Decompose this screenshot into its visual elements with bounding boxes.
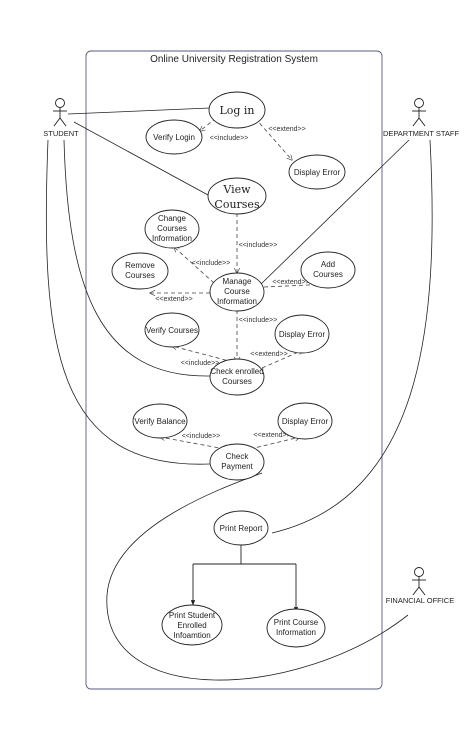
- include-enrolled-verify-courses: [172, 346, 234, 363]
- print-report-branches: [190, 545, 299, 613]
- student-stick-figure-icon: [53, 98, 67, 127]
- assoc-staff-print-report: [271, 139, 433, 534]
- use-case-verify-login[interactable]: Verify Login: [145, 119, 203, 155]
- svg-text:Enrolled: Enrolled: [177, 621, 206, 630]
- associations: [45, 107, 433, 681]
- svg-text:Remove: Remove: [125, 261, 155, 270]
- svg-text:Verify Login: Verify Login: [153, 133, 195, 142]
- assoc-staff-manage-course: [259, 139, 410, 286]
- svg-text:Course: Course: [224, 287, 250, 296]
- svg-text:Log in: Log in: [219, 104, 254, 117]
- svg-text:Information: Information: [276, 628, 316, 637]
- use-case-verify-courses[interactable]: Verify Courses: [144, 312, 200, 348]
- use-case-print-student-enrolled-information[interactable]: Print Student Enrolled Infoamtion: [161, 604, 223, 646]
- use-case-check-payment[interactable]: Check Payment: [209, 443, 265, 481]
- svg-text:Information: Information: [152, 234, 192, 243]
- actor-department-staff[interactable]: DEPARTMENT STAFF: [383, 98, 460, 139]
- svg-text:Verify Courses: Verify Courses: [146, 326, 198, 335]
- svg-text:Manage: Manage: [223, 277, 252, 286]
- svg-text:Payment: Payment: [221, 462, 253, 471]
- use-case-verify-balance[interactable]: Verify Balance: [132, 403, 188, 439]
- svg-text:Courses: Courses: [125, 271, 155, 280]
- svg-text:Print Report: Print Report: [220, 524, 263, 533]
- svg-text:Check enrolled: Check enrolled: [210, 367, 263, 376]
- assoc-student-view-courses: [73, 121, 209, 196]
- extend-label-login: <<extend>>: [268, 126, 305, 133]
- svg-text:Display Error: Display Error: [279, 330, 326, 339]
- department-staff-stick-figure-icon: [412, 98, 426, 127]
- use-case-display-error-payment[interactable]: Display Error: [277, 402, 333, 440]
- use-case-view-courses[interactable]: View Courses: [207, 177, 267, 215]
- use-case-change-courses-information[interactable]: Change Courses Information: [144, 209, 200, 249]
- extend-label-add: <<extend>>: [272, 279, 309, 286]
- use-case-check-enrolled-courses[interactable]: Check enrolled Courses: [209, 358, 265, 396]
- system-boundary: [85, 50, 383, 690]
- actor-financial-office[interactable]: FINANCIAL OFFICE: [386, 567, 454, 606]
- svg-text:Display Error: Display Error: [294, 168, 341, 177]
- svg-text:Courses: Courses: [214, 198, 260, 211]
- include-label-view: <<include>>: [239, 242, 278, 249]
- use-case-log-in[interactable]: Log in: [208, 91, 266, 129]
- use-case-print-course-information[interactable]: Print Course Information: [266, 608, 326, 648]
- use-case-add-courses[interactable]: Add Courses: [300, 251, 356, 289]
- svg-text:Display Error: Display Error: [282, 417, 329, 426]
- extend-payment-display-error: [249, 437, 300, 450]
- financial-office-stick-figure-icon: [412, 567, 426, 596]
- extend-label-payment: <<extend>>: [253, 432, 290, 439]
- svg-text:Print Student: Print Student: [169, 611, 216, 620]
- extend-login-display-error: [254, 117, 292, 160]
- svg-text:Check: Check: [226, 452, 250, 461]
- include-label-manage: <<include>>: [239, 317, 278, 324]
- assoc-student-check-payment: [45, 139, 211, 465]
- dependencies: <<include>> <<extend>> <<include>> <<inc…: [150, 117, 330, 450]
- actor-student[interactable]: STUDENT: [43, 98, 79, 139]
- svg-text:Change: Change: [158, 214, 187, 223]
- assoc-financial-check-payment: [106, 472, 409, 681]
- include-label-login: <<include>>: [210, 135, 249, 142]
- svg-text:Infoamtion: Infoamtion: [173, 631, 210, 640]
- svg-text:View: View: [222, 183, 251, 196]
- include-manage-change: [174, 247, 215, 284]
- use-case-remove-courses[interactable]: Remove Courses: [111, 252, 169, 290]
- system-title: Online University Registration System: [150, 54, 318, 65]
- use-case-print-report[interactable]: Print Report: [213, 510, 269, 546]
- svg-text:Courses: Courses: [157, 224, 187, 233]
- assoc-student-login: [67, 107, 211, 115]
- include-label-change: <<include>>: [192, 260, 231, 267]
- actor-label-financial-office: FINANCIAL OFFICE: [386, 596, 454, 605]
- svg-text:Print Course: Print Course: [274, 618, 319, 627]
- extend-label-enrolled: <<extend>>: [250, 351, 287, 358]
- include-label-payment: <<include>>: [182, 433, 221, 440]
- actor-label-department-staff: DEPARTMENT STAFF: [383, 129, 460, 138]
- svg-text:Information: Information: [217, 297, 257, 306]
- svg-text:Courses: Courses: [222, 377, 252, 386]
- extend-label-remove: <<extend>>: [155, 296, 192, 303]
- svg-text:Courses: Courses: [313, 270, 343, 279]
- include-label-enrolled: <<include>>: [181, 360, 220, 367]
- assoc-student-check-enrolled: [63, 139, 211, 377]
- use-case-manage-course-information[interactable]: Manage Course Information: [209, 272, 265, 312]
- actor-label-student: STUDENT: [43, 129, 79, 138]
- svg-text:Verify Balance: Verify Balance: [134, 417, 186, 426]
- svg-text:Add: Add: [321, 260, 335, 269]
- use-case-display-error-login[interactable]: Display Error: [288, 154, 346, 190]
- use-case-display-error-enrolled[interactable]: Display Error: [274, 314, 330, 354]
